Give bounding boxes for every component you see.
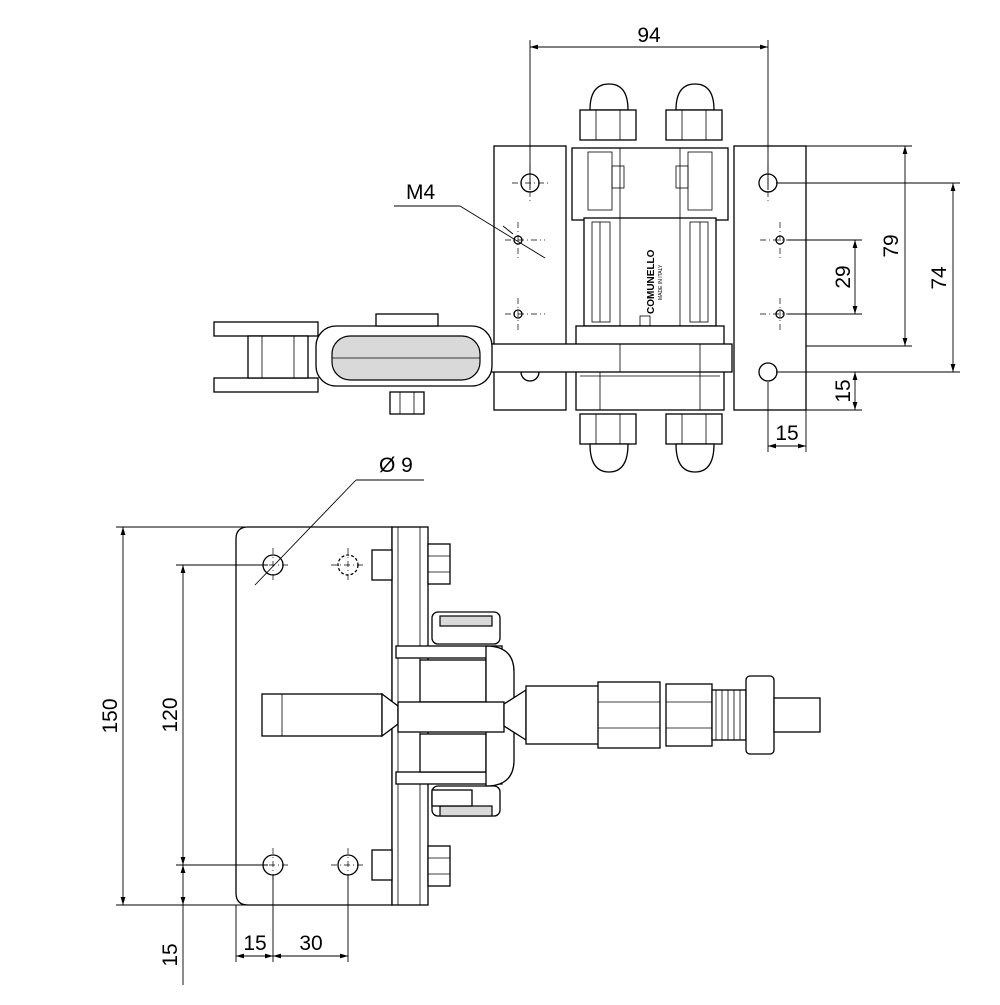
roller-assembly <box>395 611 515 817</box>
bottom-cap-nuts <box>579 413 723 473</box>
guide-body <box>583 217 717 327</box>
dim-150: 150 <box>99 526 248 906</box>
roller-arm <box>213 313 733 415</box>
height-inner-dimension: 74 <box>928 266 951 290</box>
dim-15-bottom: 15 <box>159 865 186 985</box>
upper-body <box>571 147 729 221</box>
dim-79: 79 <box>806 145 912 347</box>
hole-spacing-horizontal-dimension: 30 <box>299 932 322 955</box>
svg-text:MADE IN ITALY: MADE IN ITALY <box>658 264 664 300</box>
dim-74: 74 <box>776 182 960 373</box>
bottom-offset-dimension: 15 <box>159 943 182 966</box>
top-view: COMUNELLO MADE IN ITALY <box>213 24 960 473</box>
side-view: Ø 9 150 120 15 15 <box>99 454 821 985</box>
hole-offset-horizontal: 15 <box>775 422 798 445</box>
dim-15-vertical: 15 <box>806 372 862 411</box>
lever-handle <box>261 692 399 738</box>
dim-120: 120 <box>159 564 268 866</box>
diameter-callout: Ø 9 <box>254 454 424 586</box>
hole-diameter-label: Ø 9 <box>379 454 413 477</box>
width-dimension: 94 <box>637 24 661 47</box>
dim-94: 94 <box>529 24 769 190</box>
dim-15-30-horizontal: 15 30 <box>235 875 349 962</box>
dim-29: 29 <box>788 239 862 315</box>
brand-label: COMUNELLO MADE IN ITALY <box>639 249 664 327</box>
hole-spacing-dimension: 29 <box>832 265 855 288</box>
side-plate-holes <box>256 548 365 882</box>
m4-callout: M4 <box>394 181 546 259</box>
dim-15-horizontal: 15 <box>767 382 807 452</box>
top-cap-nuts <box>579 83 723 141</box>
left-offset-dimension: 15 <box>243 932 266 955</box>
lower-collar <box>575 325 725 347</box>
thread-size-label: M4 <box>406 181 435 204</box>
body-details <box>580 148 720 410</box>
total-height-dimension: 150 <box>99 698 122 733</box>
flange-bolts <box>371 543 451 887</box>
svg-text:COMUNELLO: COMUNELLO <box>646 249 657 314</box>
hole-offset-vertical: 15 <box>832 379 855 402</box>
hole-spacing-vertical-dimension: 120 <box>159 697 182 732</box>
threaded-plunger <box>503 675 821 755</box>
height-outer-dimension: 79 <box>880 234 903 257</box>
